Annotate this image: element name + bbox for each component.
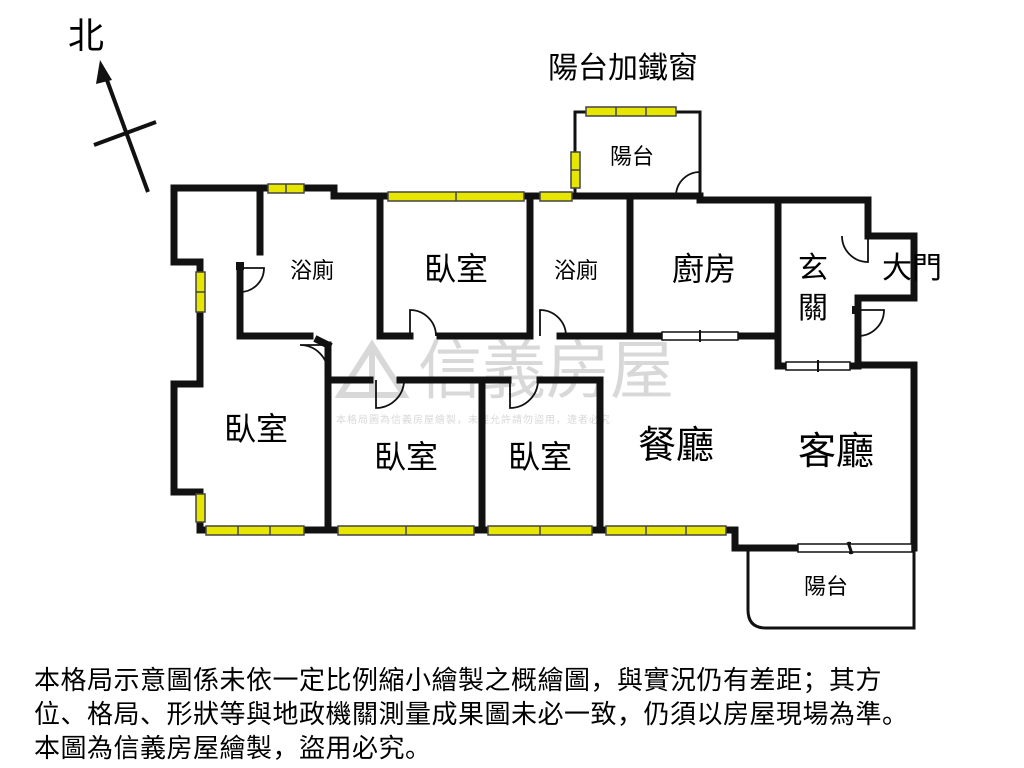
watermark: 信義房屋 本格局圖為信義房屋繪製，未經允許請勿盜用，違者必究 xyxy=(334,335,674,426)
door-balcony xyxy=(675,171,701,197)
label-bedroom-top: 臥室 xyxy=(424,250,488,288)
disclaimer-line-1: 本格局示意圖係未依一定比例縮小繪製之概繪圖，與實況仍有差距；其方 xyxy=(34,666,883,696)
label-balcony-window: 陽台加鐵窗 xyxy=(548,51,698,86)
watermark-brand: 信義房屋 xyxy=(418,335,674,409)
door-foyer-inner xyxy=(857,309,885,337)
watermark-fine-print: 本格局圖為信義房屋繪製，未經允許請勿盜用，違者必究 xyxy=(336,413,611,426)
door-main xyxy=(841,235,869,263)
label-bath-1: 浴廁 xyxy=(290,259,334,284)
label-balcony-top: 陽台 xyxy=(610,145,654,170)
door-bedroom-left xyxy=(299,344,329,374)
label-kitchen: 廚房 xyxy=(672,250,736,288)
north-label: 北 xyxy=(68,16,104,57)
north-arrow-icon xyxy=(93,60,157,193)
window-dividers xyxy=(196,107,687,535)
label-bath-2: 浴廁 xyxy=(554,259,598,284)
label-bedroom-left: 臥室 xyxy=(224,410,288,448)
door-bath1 xyxy=(239,267,265,293)
balcony-bottom-outline xyxy=(746,548,916,630)
windows xyxy=(195,106,727,536)
room-labels: 陽台加鐵窗 陽台 浴廁 臥室 浴廁 廚房 玄 關 大門 臥室 臥室 臥室 餐廳 … xyxy=(224,51,942,600)
label-bedroom-mid1: 臥室 xyxy=(374,438,438,476)
door-bedroom-mid2 xyxy=(509,379,539,409)
label-bedroom-mid2: 臥室 xyxy=(508,438,572,476)
door-bath2 xyxy=(539,309,567,337)
door-knobs xyxy=(236,262,860,314)
house-logo-icon xyxy=(334,339,410,398)
door-swings xyxy=(239,171,885,409)
disclaimer-line-2: 位、格局、形狀等與地政機關測量成果圖未必一致，仍須以房屋現場為準。 xyxy=(34,700,909,730)
label-foyer-1: 玄 xyxy=(798,251,828,286)
label-living: 客廳 xyxy=(798,429,874,473)
disclaimer: 本格局示意圖係未依一定比例縮小繪製之概繪圖，與實況仍有差距；其方 位、格局、形狀… xyxy=(34,664,994,766)
label-balcony-bottom: 陽台 xyxy=(804,575,848,600)
floor-plan: 信義房屋 本格局圖為信義房屋繪製，未經允許請勿盜用，違者必究 北 xyxy=(68,16,942,630)
label-dining: 餐廳 xyxy=(638,423,714,467)
disclaimer-line-3: 本圖為信義房屋繪製，盜用必究。 xyxy=(34,734,432,764)
label-foyer-2: 關 xyxy=(798,291,828,326)
walls xyxy=(170,110,918,552)
label-main-door: 大門 xyxy=(882,251,942,286)
door-bedroom-top xyxy=(409,309,437,337)
door-bedroom-mid1 xyxy=(375,379,405,409)
